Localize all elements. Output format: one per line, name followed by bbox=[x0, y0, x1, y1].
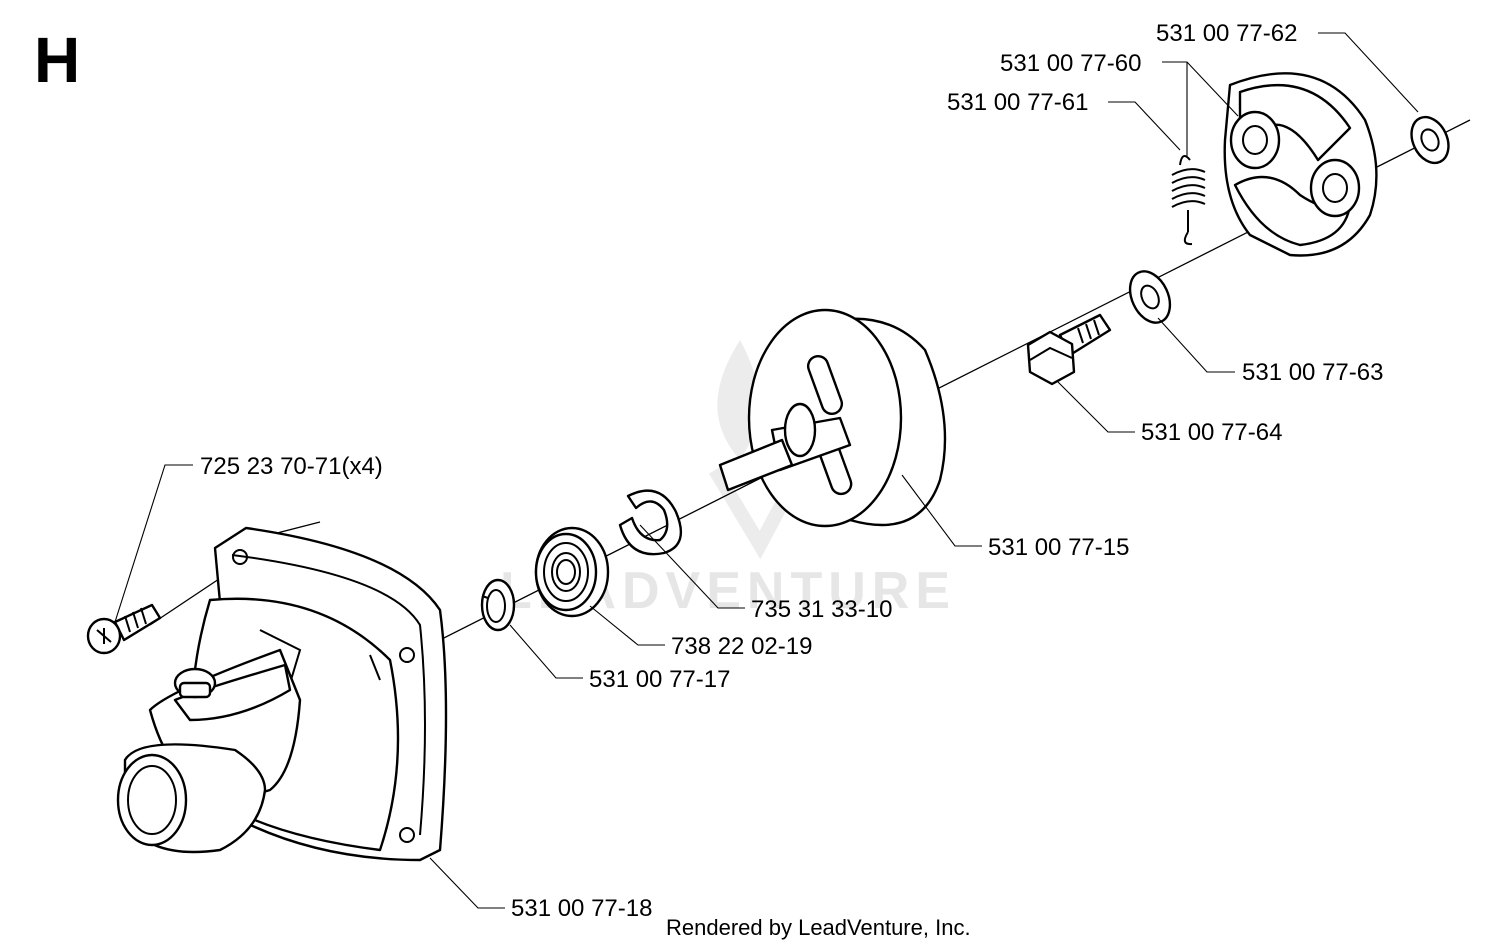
shoulder-bolt bbox=[1026, 313, 1112, 386]
credit-text: Rendered by LeadVenture, Inc. bbox=[666, 915, 971, 940]
snap-ring bbox=[618, 489, 683, 556]
part-label-clutch-housing: 531 00 77-18 bbox=[511, 895, 652, 922]
part-label-bearing: 738 22 02-19 bbox=[671, 633, 812, 660]
part-label-snap-ring: 735 31 33-10 bbox=[751, 596, 892, 623]
part-label-retaining-ring: 531 00 77-17 bbox=[589, 666, 730, 693]
washer bbox=[1128, 270, 1172, 324]
shoe-washer bbox=[1410, 115, 1450, 165]
clutch-spring bbox=[1171, 155, 1206, 246]
leader-lines bbox=[114, 32, 1419, 909]
part-label-clutch-shoe: 531 00 77-62 bbox=[1156, 20, 1297, 47]
clutch-shoe-assembly bbox=[1223, 72, 1378, 257]
part-label-spring-a: 531 00 77-60 bbox=[1000, 50, 1141, 77]
section-letter: H bbox=[34, 24, 80, 96]
part-label-clutch-drum: 531 00 77-15 bbox=[988, 534, 1129, 561]
part-labels: 531 00 77-62 531 00 77-60 531 00 77-61 5… bbox=[200, 20, 1383, 922]
bearing bbox=[534, 526, 610, 618]
part-label-spring-b: 531 00 77-61 bbox=[947, 89, 1088, 116]
retaining-ring bbox=[480, 578, 516, 632]
part-label-washer: 531 00 77-63 bbox=[1242, 359, 1383, 386]
clutch-housing bbox=[116, 526, 448, 862]
housing-screw bbox=[86, 603, 162, 655]
clutch-drum bbox=[718, 308, 947, 528]
part-label-shoulder-bolt: 531 00 77-64 bbox=[1141, 419, 1282, 446]
part-label-housing-screw: 725 23 70-71(x4) bbox=[200, 453, 383, 480]
